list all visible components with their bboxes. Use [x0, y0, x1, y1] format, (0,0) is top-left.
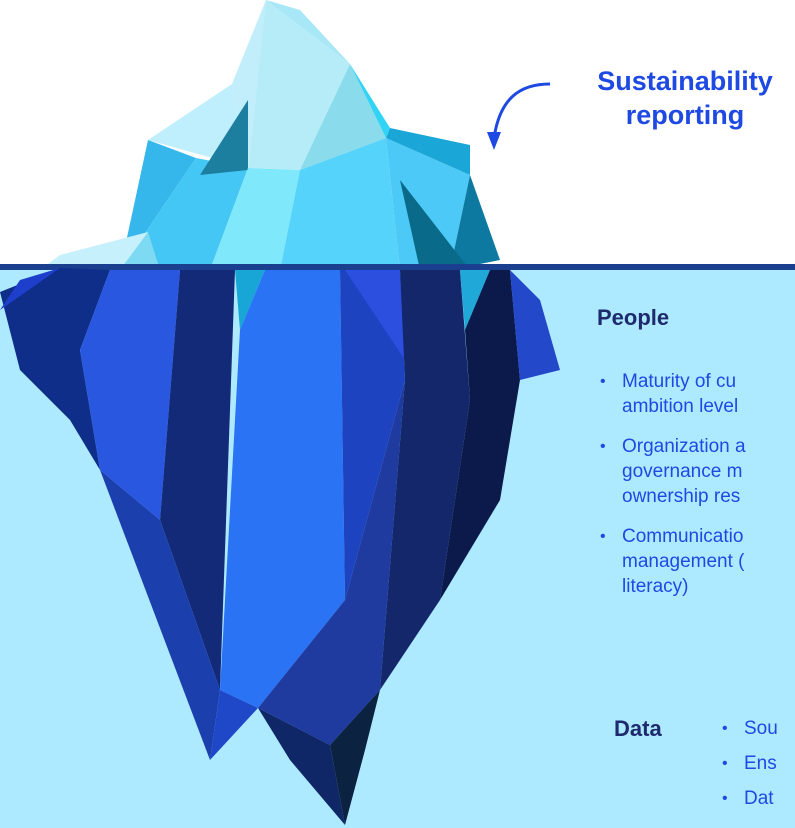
sustainability-reporting-title: Sustainability reporting — [545, 64, 795, 132]
list-item-line: Maturity of cu — [622, 371, 737, 392]
iceberg-tip — [40, 0, 500, 270]
iceberg-underwater — [0, 268, 560, 825]
list-item-line: ownership res — [622, 486, 741, 507]
people-list: Maturity of cu ambition level Organizati… — [594, 369, 795, 614]
list-item: Sou — [716, 716, 795, 741]
list-item-line: literacy) — [622, 576, 689, 597]
list-item: Dat — [716, 786, 795, 811]
people-heading: People — [597, 305, 670, 330]
data-list: Sou Ens Dat — [716, 716, 795, 821]
waterline — [0, 264, 795, 270]
list-item-line: governance m — [622, 461, 743, 482]
list-item: Ens — [716, 751, 795, 776]
list-item: Communicatio management ( literacy) — [594, 524, 795, 599]
curved-arrow-icon — [487, 82, 551, 150]
list-item-line: ambition level — [622, 396, 739, 417]
list-item: Organization a governance m ownership re… — [594, 434, 795, 509]
list-item-line: management ( — [622, 551, 745, 572]
title-line-1: Sustainability — [597, 66, 773, 96]
list-item: Maturity of cu ambition level — [594, 369, 795, 419]
list-item-line: Communicatio — [622, 526, 744, 547]
data-heading: Data — [614, 716, 662, 741]
list-item-line: Organization a — [622, 436, 746, 457]
title-line-2: reporting — [625, 100, 745, 130]
